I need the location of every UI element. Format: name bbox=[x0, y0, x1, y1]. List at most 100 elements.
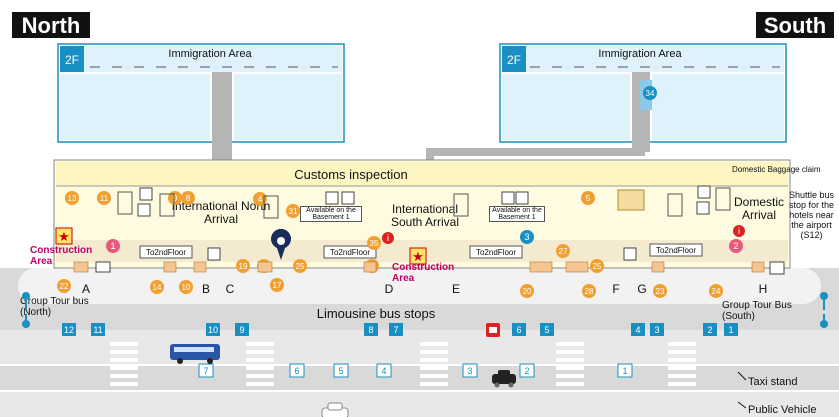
facility-number: 11 bbox=[100, 194, 109, 203]
elevator-icon bbox=[207, 247, 221, 261]
immigration-north: 2F Immigration Area bbox=[57, 43, 345, 182]
info-point-3 bbox=[520, 230, 534, 244]
elevator-icon bbox=[623, 247, 637, 261]
facility-marker-10[interactable]: 10 bbox=[179, 280, 193, 294]
bus-stop-3[interactable]: 3 bbox=[650, 323, 664, 336]
bus-stop-8[interactable]: 8 bbox=[364, 323, 378, 336]
restroom-icon bbox=[501, 191, 515, 205]
construction-area-north: Construction Area bbox=[30, 245, 92, 267]
facility-marker-25[interactable]: 25 bbox=[590, 259, 604, 273]
crosswalk bbox=[556, 342, 584, 386]
location-pin-icon[interactable] bbox=[271, 228, 292, 260]
parking-stop-3[interactable]: 3 bbox=[462, 363, 478, 378]
svg-text:2F: 2F bbox=[507, 53, 521, 67]
svg-text:3: 3 bbox=[524, 232, 529, 242]
bus-stop-6[interactable]: 6 bbox=[512, 323, 526, 336]
facility-marker-17[interactable]: 17 bbox=[270, 278, 284, 292]
svg-text:34: 34 bbox=[646, 89, 655, 98]
parking-stop-4[interactable]: 4 bbox=[376, 363, 392, 378]
north-arrival-label: International North Arrival bbox=[172, 200, 271, 226]
restroom-icon bbox=[515, 191, 529, 205]
stop-number: 4 bbox=[381, 366, 386, 376]
facility-number: 27 bbox=[559, 247, 568, 256]
stop-number: 12 bbox=[64, 325, 74, 335]
stop-number: 10 bbox=[208, 325, 218, 335]
construction-north: ★ bbox=[55, 227, 73, 245]
facility-number: 24 bbox=[712, 287, 721, 296]
facility-number: 23 bbox=[656, 287, 665, 296]
stop-number: 5 bbox=[544, 325, 549, 335]
facility-marker-9[interactable]: 9 bbox=[168, 191, 182, 205]
facility-marker-19[interactable]: 19 bbox=[236, 259, 250, 273]
facility-marker-14[interactable]: 14 bbox=[150, 280, 164, 294]
bus-stop-12[interactable]: 12 bbox=[62, 323, 76, 336]
shuttle-bus-label: Shuttle bus stop for the hotels near the… bbox=[789, 190, 834, 240]
parking-stop-5[interactable]: 5 bbox=[333, 363, 349, 378]
facility-marker-35[interactable]: 35 bbox=[367, 236, 381, 250]
facility-marker-20[interactable]: 20 bbox=[520, 284, 534, 298]
facility-number: 13 bbox=[68, 194, 77, 203]
bus-stop-5[interactable]: 5 bbox=[540, 323, 554, 336]
facility-number: 35 bbox=[370, 239, 379, 248]
stop-number: 6 bbox=[516, 325, 521, 335]
crosswalk bbox=[420, 342, 448, 386]
parking-stop-2[interactable]: 2 bbox=[519, 363, 535, 378]
stop-number: 7 bbox=[203, 366, 208, 376]
parking-stop-7[interactable]: 7 bbox=[198, 363, 214, 378]
facility-marker-24[interactable]: 24 bbox=[709, 284, 723, 298]
facility-number: 28 bbox=[585, 287, 594, 296]
crosswalk bbox=[246, 342, 274, 386]
facility-marker-13[interactable]: 13 bbox=[65, 191, 79, 205]
gate-B: B bbox=[202, 282, 210, 296]
crosswalk bbox=[110, 342, 138, 386]
facility-marker-22[interactable]: 22 bbox=[57, 279, 71, 293]
facility-number: 25 bbox=[296, 262, 305, 271]
limousine-label: Limousine bus stops bbox=[317, 306, 436, 321]
info-points: 1 2 3 i i bbox=[106, 225, 745, 253]
stop-number: 5 bbox=[338, 366, 343, 376]
bus-stop-7[interactable]: 7 bbox=[389, 323, 403, 336]
facility-marker-8[interactable]: 8 bbox=[181, 191, 195, 205]
svg-text:South: South bbox=[764, 13, 826, 38]
stop-number: 4 bbox=[635, 325, 640, 335]
bus-stop-10[interactable]: 10 bbox=[206, 323, 220, 336]
facility-marker-11[interactable]: 11 bbox=[97, 191, 111, 205]
stairs-icon bbox=[715, 187, 731, 211]
bus-stop-11[interactable]: 11 bbox=[91, 323, 105, 336]
parking-stop-6[interactable]: 6 bbox=[289, 363, 305, 378]
facility-marker-4[interactable]: 4 bbox=[253, 192, 267, 206]
bus-stop-4[interactable]: 4 bbox=[631, 323, 645, 336]
stop-number: 11 bbox=[93, 325, 102, 335]
facility-marker-5[interactable]: 5 bbox=[581, 191, 595, 205]
stop-number: 2 bbox=[524, 366, 529, 376]
svg-text:To2ndFloor: To2ndFloor bbox=[656, 246, 696, 255]
star-icon: ★ bbox=[58, 230, 70, 245]
bus-stop-sign-icon bbox=[486, 323, 500, 337]
facility-marker-27[interactable]: 27 bbox=[556, 244, 570, 258]
facility-marker-31[interactable]: 31 bbox=[286, 204, 300, 218]
bus-stop-9[interactable]: 9 bbox=[235, 323, 249, 336]
bus-icon bbox=[769, 261, 785, 275]
facility-number: 17 bbox=[273, 281, 282, 290]
facility-number: 5 bbox=[586, 194, 591, 203]
facility-number: 10 bbox=[182, 283, 191, 292]
parking-stop-1[interactable]: 1 bbox=[617, 363, 633, 378]
stop-number: 2 bbox=[707, 325, 712, 335]
gate-E: E bbox=[452, 282, 460, 296]
facility-number: 4 bbox=[258, 195, 263, 204]
location-marker-34[interactable] bbox=[643, 86, 657, 100]
facility-number: 14 bbox=[153, 283, 162, 292]
bus-stop-markers bbox=[22, 292, 828, 328]
facility-marker-23[interactable]: 23 bbox=[653, 284, 667, 298]
svg-text:Domestic Baggage claim: Domestic Baggage claim bbox=[732, 165, 821, 174]
facility-marker-28[interactable]: 28 bbox=[582, 284, 596, 298]
group-tour-north: Group Tour bus (North) bbox=[20, 296, 89, 318]
bus-stop-1[interactable]: 1 bbox=[724, 323, 738, 336]
stairs-icon bbox=[159, 193, 175, 217]
bus-stop-2[interactable]: 2 bbox=[703, 323, 717, 336]
facility-marker-25[interactable]: 25 bbox=[293, 259, 307, 273]
star-icon: ★ bbox=[412, 250, 424, 265]
